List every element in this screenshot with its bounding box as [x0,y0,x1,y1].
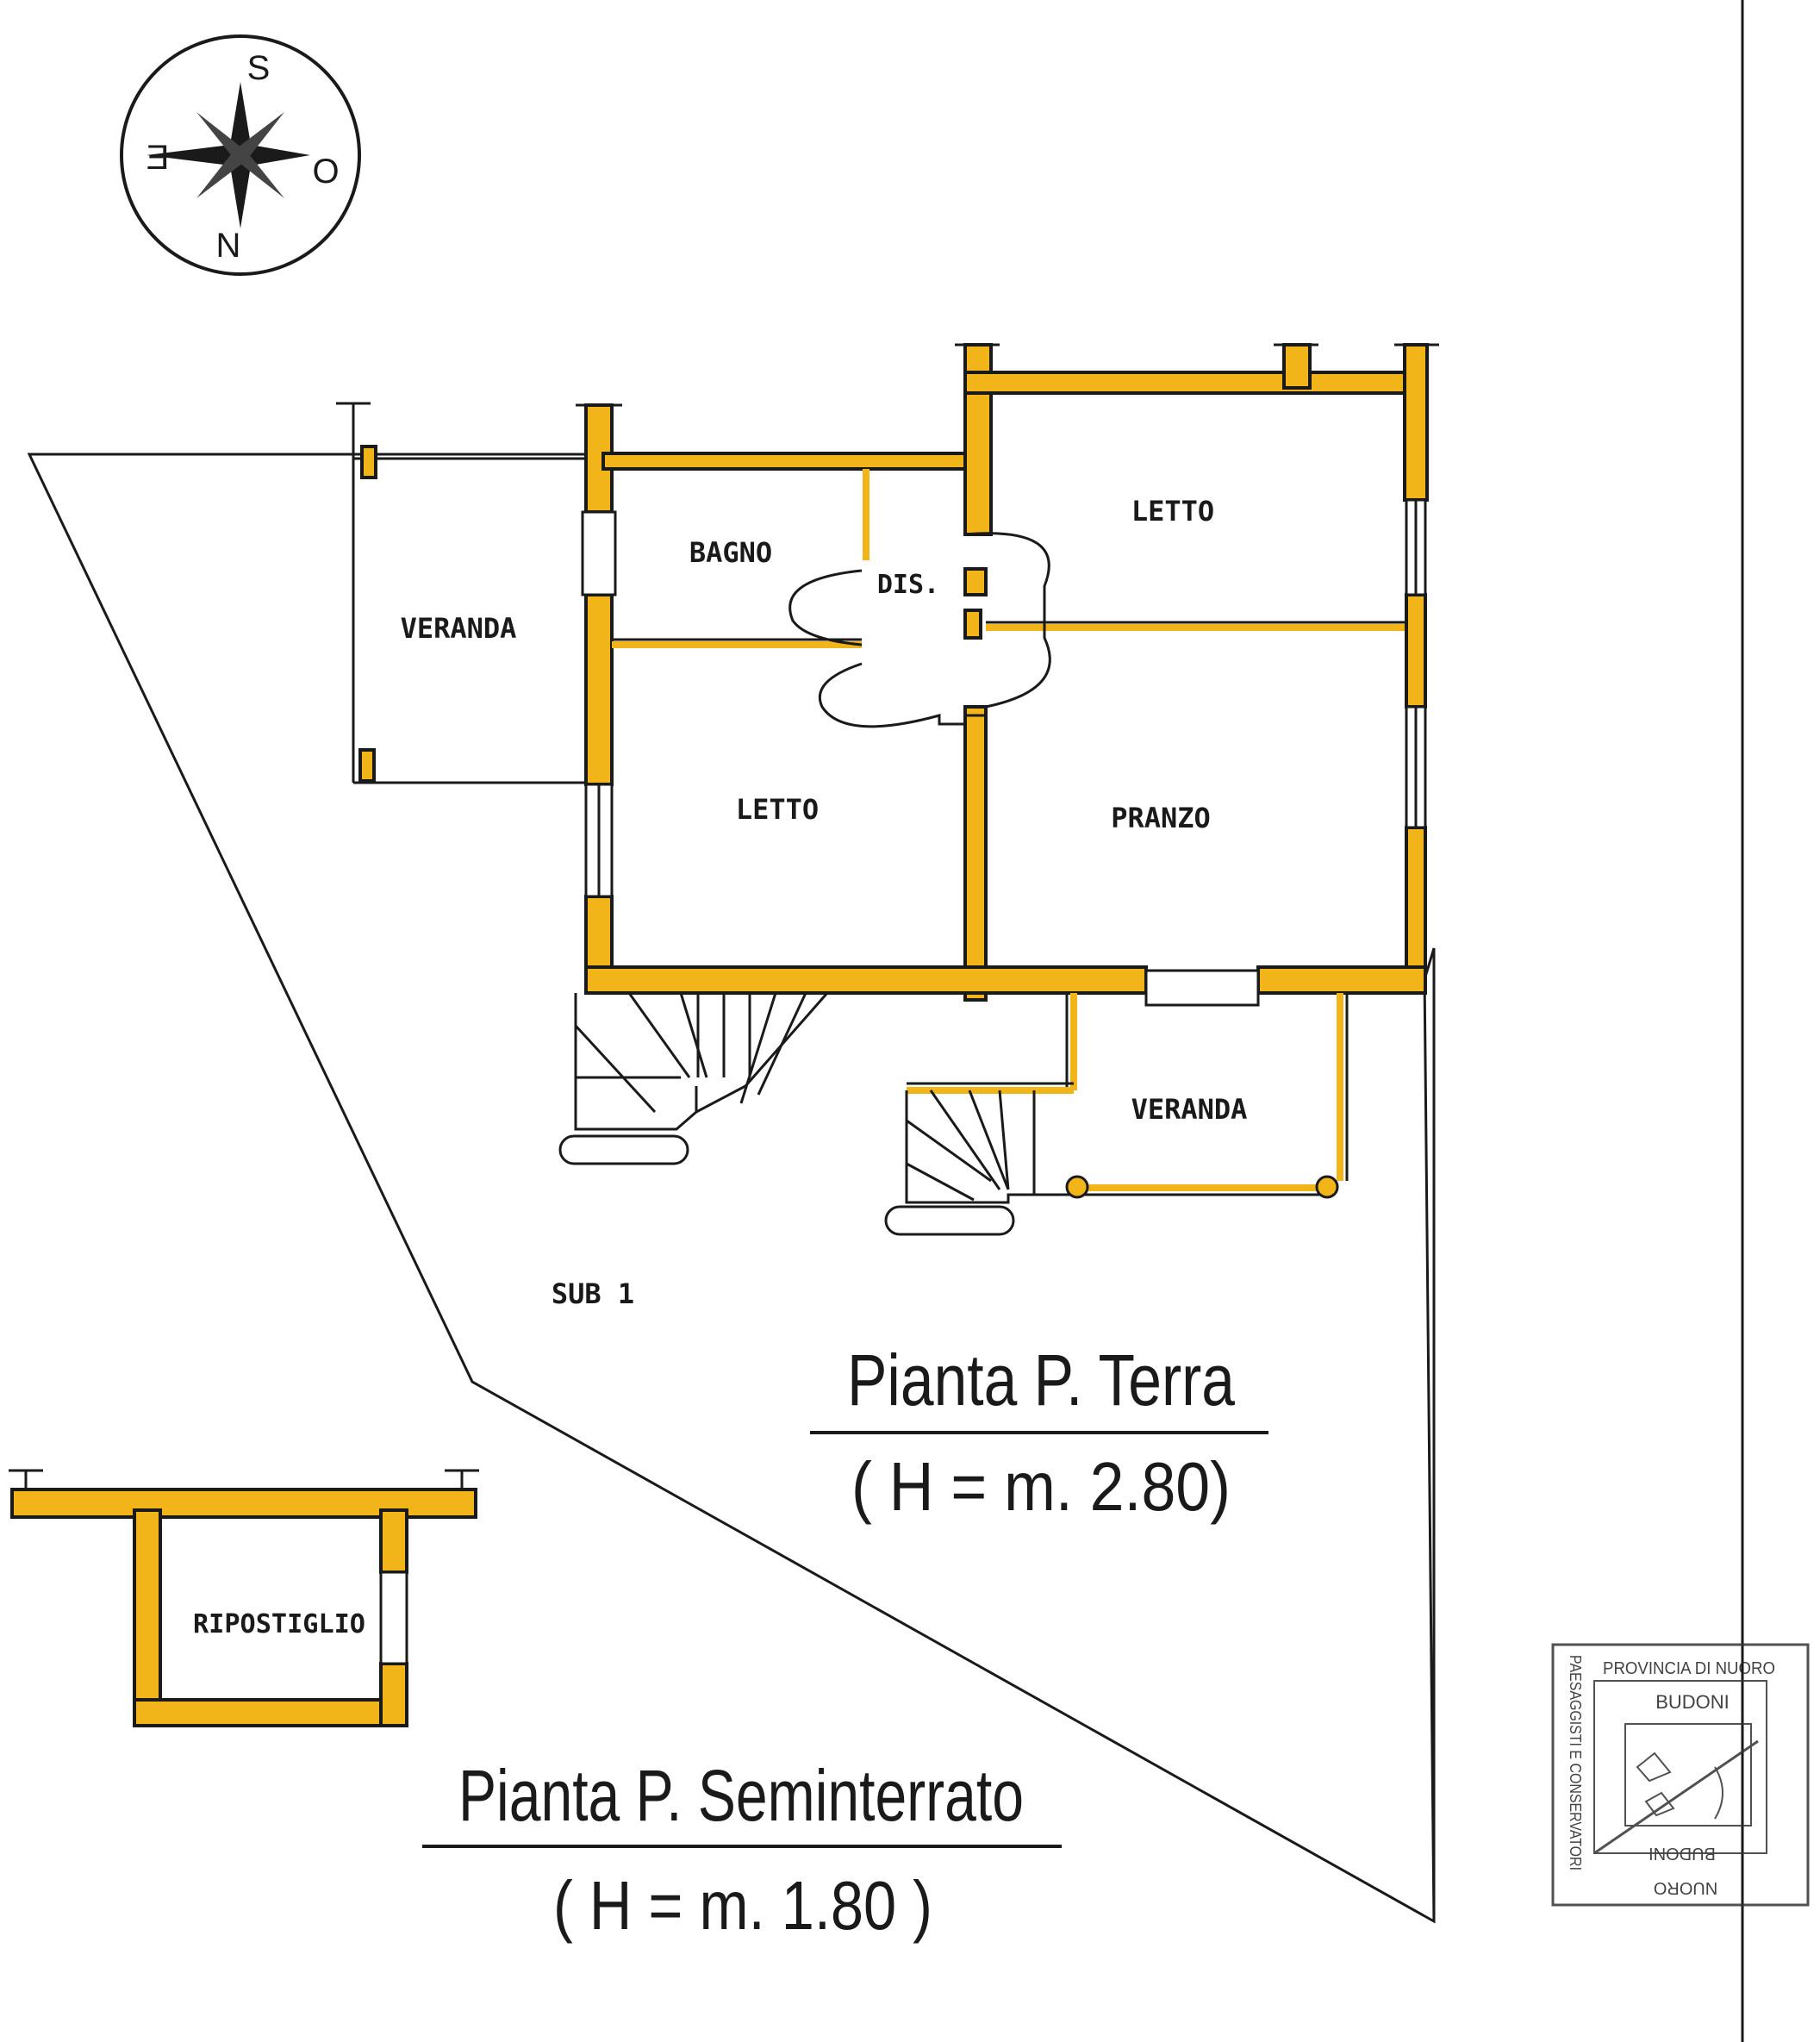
room-label-bagno: BAGNO [689,536,772,569]
basement-walls [9,1469,479,1727]
veranda-west [336,402,586,784]
basement-title: Pianta P. Seminterrato [458,1755,1024,1836]
room-label-veranda-west: VERANDA [401,612,517,645]
room-label-ripostiglio: RIPOSTIGLIO [193,1609,365,1639]
stamp-side: PAESAGGISTI E CONSERVATORI [1567,1655,1584,1870]
basement-height: ( H = m. 1.80 ) [553,1867,932,1944]
veranda-south [884,993,1349,1236]
compass-west-label: O [312,153,339,190]
room-label-veranda-south: VERANDA [1131,1093,1248,1126]
room-label-letto-south: LETTO [736,793,819,826]
ground-floor-walls [576,343,1439,1007]
stamp-province: PROVINCIA DI NUORO [1603,1659,1775,1678]
room-label-dis: DIS. [877,570,939,600]
stamp-bottom-province: NUORO [1654,1878,1717,1897]
official-stamp: PROVINCIA DI NUORO BUDONI PAESAGGISTI E … [1551,1643,1810,1907]
room-label-letto-north: LETTO [1131,495,1214,528]
stamp-town: BUDONI [1655,1691,1730,1713]
lot-boundary [27,453,1436,1924]
compass-rose: S E O N [120,34,361,276]
stairs-west [558,992,829,1165]
compass-south-label: S [247,49,271,87]
ground-floor-height: ( H = m. 2.80) [851,1448,1231,1525]
sub-label: SUB 1 [552,1277,634,1310]
compass-north-label: N [216,227,241,265]
stamp-bottom-town: BUDONI [1649,1844,1716,1863]
compass-east-label: E [146,139,170,177]
room-label-pranzo: PRANZO [1111,802,1211,834]
ground-floor-title: Pianta P. Terra [847,1339,1235,1421]
